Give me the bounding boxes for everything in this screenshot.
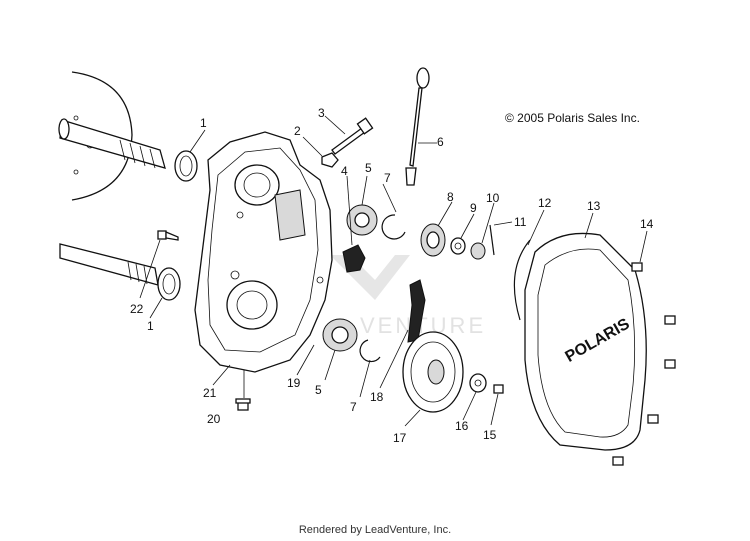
bearing-upper xyxy=(346,204,378,236)
sprocket-large xyxy=(402,331,464,413)
callout-3: 3 xyxy=(318,106,325,120)
upper-shaft xyxy=(58,118,166,169)
nut-10 xyxy=(470,242,486,260)
dipstick xyxy=(405,67,430,186)
callout-1-upper: 1 xyxy=(200,116,207,130)
leader-lines xyxy=(139,115,648,427)
gasket xyxy=(513,239,531,321)
callout-14: 14 xyxy=(640,217,654,231)
sprocket-small xyxy=(420,223,446,257)
callout-15: 15 xyxy=(483,428,497,442)
callout-22: 22 xyxy=(130,302,144,316)
callout-21: 21 xyxy=(203,386,217,400)
chaincase-cover: POLARIS xyxy=(524,232,647,451)
callout-12: 12 xyxy=(538,196,552,210)
callout-4: 4 xyxy=(341,164,348,178)
callout-13: 13 xyxy=(587,199,601,213)
seal-upper xyxy=(174,150,198,182)
callout-2: 2 xyxy=(294,124,301,138)
callout-5-lower: 5 xyxy=(315,383,322,397)
seal-lower xyxy=(157,267,181,301)
copyright-text: © 2005 Polaris Sales Inc. xyxy=(505,111,640,125)
bolt-3 xyxy=(331,117,374,155)
callout-16: 16 xyxy=(455,419,469,433)
callout-7-upper: 7 xyxy=(384,171,391,185)
pin-11 xyxy=(489,224,495,256)
callout-19: 19 xyxy=(287,376,301,390)
tensioner xyxy=(342,244,366,273)
lower-shaft xyxy=(59,243,159,286)
callout-5-upper: 5 xyxy=(365,161,372,175)
callout-11: 11 xyxy=(514,215,527,229)
callout-18: 18 xyxy=(370,390,384,404)
bolt-22 xyxy=(157,230,179,241)
cover-bolts xyxy=(612,262,676,466)
callout-20: 20 xyxy=(207,412,221,426)
snap-ring-lower xyxy=(359,339,381,363)
callout-1-lower: 1 xyxy=(147,319,154,333)
washer-9 xyxy=(450,237,466,255)
callout-6: 6 xyxy=(437,135,444,149)
plug-20 xyxy=(235,398,251,411)
callout-9: 9 xyxy=(470,201,477,215)
callout-numbers: 1 2 3 4 5 6 7 8 9 10 11 12 13 14 22 1 21… xyxy=(130,106,654,445)
bolt-15 xyxy=(493,384,504,394)
callout-17: 17 xyxy=(393,431,407,445)
callout-8: 8 xyxy=(447,190,454,204)
nut-2 xyxy=(321,152,339,168)
callout-10: 10 xyxy=(486,191,500,205)
chaincase-housing xyxy=(194,131,333,373)
snap-ring-upper xyxy=(381,214,406,240)
callout-7-lower: 7 xyxy=(350,400,357,414)
bearing-lower xyxy=(322,318,358,352)
footer-credit: Rendered by LeadVenture, Inc. xyxy=(298,524,452,536)
washer-16 xyxy=(469,373,487,393)
